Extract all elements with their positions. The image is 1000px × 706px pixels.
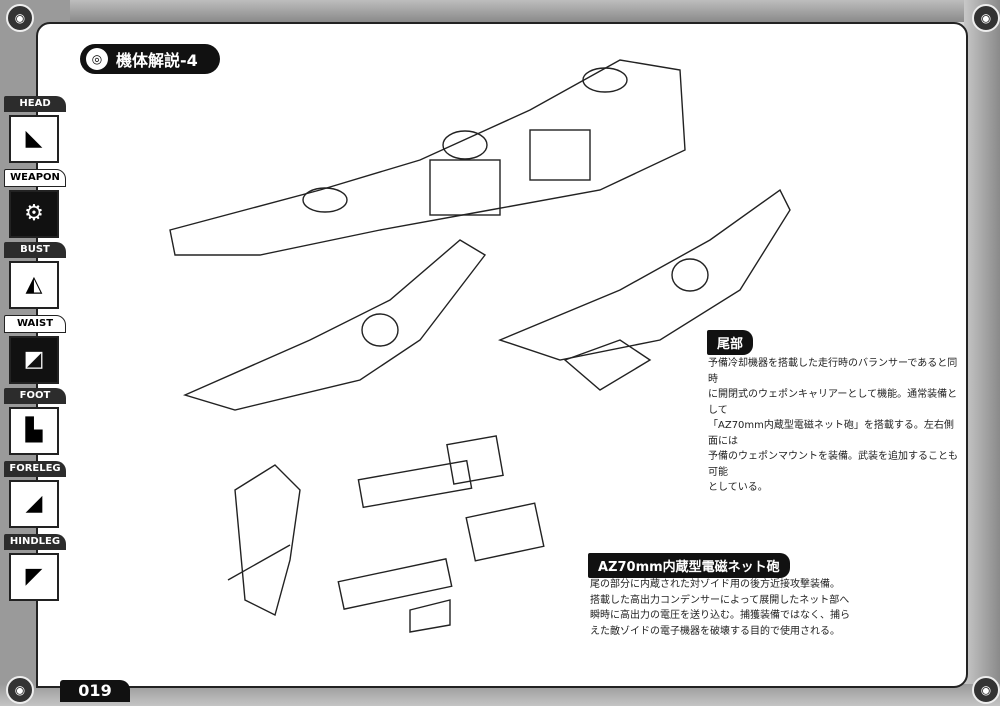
sidebar-tab-label: HEAD xyxy=(4,96,66,112)
joint-drawing xyxy=(442,130,488,160)
joint-drawing xyxy=(302,187,348,213)
section-title-net-cannon: AZ70mm内蔵型電磁ネット砲 xyxy=(588,553,790,578)
tail-segment-drawing xyxy=(529,129,591,181)
joint-drawing xyxy=(582,67,628,93)
sidebar-tabs: HEAD ◣ WEAPON ⚙ BUST ◭ WAIST ◩ FOOT ▙ FO… xyxy=(4,96,66,607)
page-frame-bottom xyxy=(0,684,1000,706)
section-header: ◎ 機体解説-4 xyxy=(80,44,220,74)
tail-segment-drawing xyxy=(429,159,501,216)
sidebar-tab-head[interactable]: HEAD ◣ xyxy=(4,96,66,163)
sidebar-tab-foreleg[interactable]: FORELEG ◢ xyxy=(4,461,66,528)
hinge-drawing xyxy=(361,313,399,347)
section-body-net-cannon: 尾の部分に内蔵された対ゾイド用の後方近接攻撃装備。 搭載した高出力コンデンサーに… xyxy=(590,579,850,637)
net-cannon-rear-drawing xyxy=(465,502,545,562)
page-number: 019 xyxy=(60,680,130,702)
emblem-icon: ◎ xyxy=(86,48,108,70)
sidebar-tab-label: WEAPON xyxy=(4,169,66,187)
net-cannon-drawing xyxy=(337,558,453,610)
corner-emblem-icon: ◉ xyxy=(6,4,34,32)
hinge-drawing xyxy=(671,258,709,292)
net-cannon-barrel-drawing xyxy=(227,544,291,581)
sidebar-tab-label: HINDLEG xyxy=(4,534,66,550)
corner-emblem-icon: ◉ xyxy=(972,676,1000,704)
corner-emblem-icon: ◉ xyxy=(972,4,1000,32)
section-body-tail: 予備冷却機器を搭載した走行時のバランサーであると同時 に開閉式のウェポンキャリア… xyxy=(708,358,958,493)
tail-tip-open-drawing xyxy=(182,239,487,411)
foot-icon: ▙ xyxy=(9,407,59,455)
sidebar-tab-waist[interactable]: WAIST ◩ xyxy=(4,315,66,384)
inner-weapon-drawing xyxy=(563,339,652,391)
tail-mechanism-illustration xyxy=(169,59,791,633)
sidebar-tab-label: FOOT xyxy=(4,388,66,404)
net-cannon-rear-drawing xyxy=(446,435,504,485)
hindleg-icon: ◤ xyxy=(9,553,59,601)
waist-icon: ◩ xyxy=(9,336,59,384)
sidebar-tab-weapon[interactable]: WEAPON ⚙ xyxy=(4,169,66,238)
page-frame-right xyxy=(964,0,1000,706)
foreleg-icon: ◢ xyxy=(9,480,59,528)
sidebar-tab-bust[interactable]: BUST ◭ xyxy=(4,242,66,309)
tail-tip-closed-drawing xyxy=(498,188,791,361)
head-icon: ◣ xyxy=(9,115,59,163)
sidebar-tab-label: FORELEG xyxy=(4,461,66,477)
page-paper xyxy=(36,22,968,688)
tail-assembly-drawing xyxy=(169,59,686,256)
bust-icon: ◭ xyxy=(9,261,59,309)
page-frame-top xyxy=(0,0,1000,22)
sidebar-tab-label: BUST xyxy=(4,242,66,258)
sidebar-tab-label: WAIST xyxy=(4,315,66,333)
corner-emblem-icon: ◉ xyxy=(6,676,34,704)
sidebar-tab-foot[interactable]: FOOT ▙ xyxy=(4,388,66,455)
section-title-tail: 尾部 xyxy=(707,330,754,355)
page-title: 機体解説-4 xyxy=(116,51,198,70)
electric-net-drawing xyxy=(234,464,301,617)
weapon-icon: ⚙ xyxy=(9,190,59,238)
net-cannon-drawing xyxy=(357,459,473,509)
sidebar-tab-hindleg[interactable]: HINDLEG ◤ xyxy=(4,534,66,601)
net-mesh-piece-drawing xyxy=(409,599,451,633)
